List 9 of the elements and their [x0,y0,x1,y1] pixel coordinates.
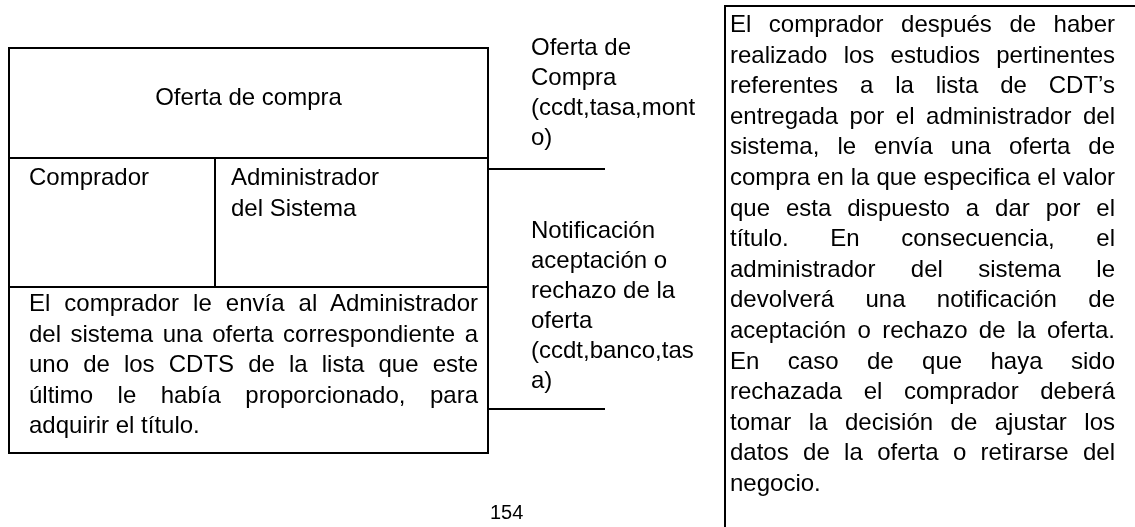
collaborator-cell: Administrador del Sistema [216,157,487,286]
card-title: Oferta de compra [154,82,343,112]
message-label: Notificación aceptación o rechazo de la oferta (ccdt,banco,tasa) [531,215,695,395]
card-box [8,47,489,454]
page-number: 154 [490,500,524,524]
class-cell: Comprador [10,157,216,286]
note-box: El comprador después de haber realizado los estudios pertinentes referentes a la lista de CDT’s entregada por el administrador del sistema, le envía una oferta de compra en la que especifica el valor que esta dispuesto a dar por el título. En consecuencia, el administrador del sistema le devolverá una notificación de aceptación o rechazo de la oferta. En caso de que haya sido rechazada el comprador deberá tomar la decisión de ajustar los datos de la oferta o retirarse del negocio. [724,5,1135,527]
description-cell: El comprador le envía al Administrador del sistema una oferta correspondiente a uno de los CDTS de la lista que este último le había proporcionado, para adquirir el título. [10,286,487,452]
message-label: Oferta de Compra (ccdt,tasa,monto) [531,32,697,152]
